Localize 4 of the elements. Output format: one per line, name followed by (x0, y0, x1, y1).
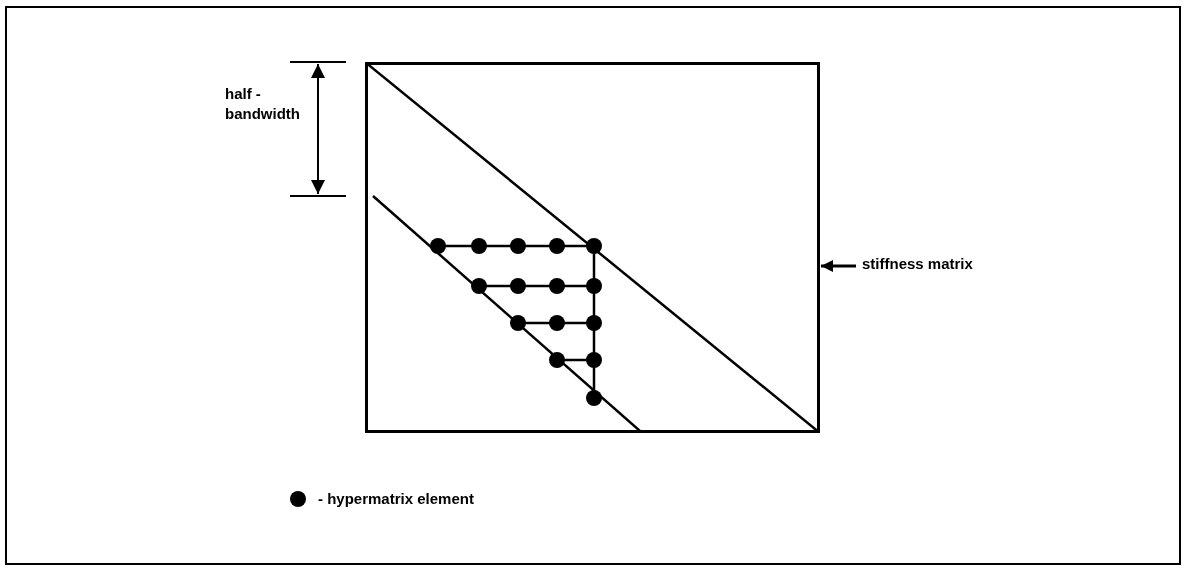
leader-arrow (821, 260, 856, 272)
legend-label: - hypermatrix element (318, 490, 474, 507)
dimension-label: half - bandwidth (225, 84, 301, 124)
callout-label: stiffness matrix (862, 255, 1032, 277)
